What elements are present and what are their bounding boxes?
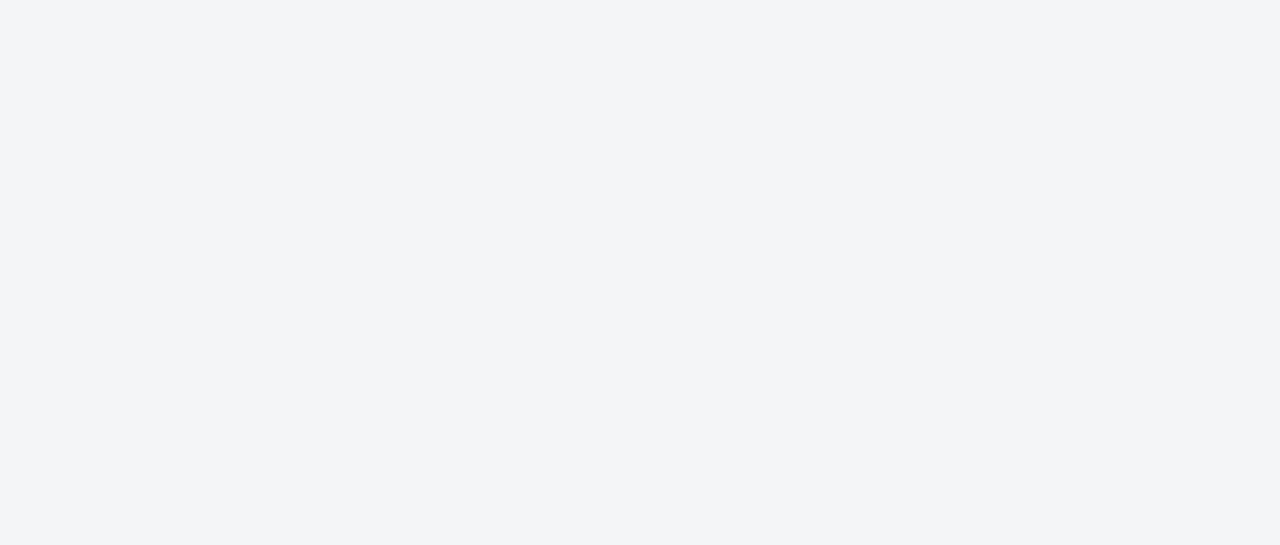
tinkercad-circuit-canvas[interactable] (0, 0, 1280, 545)
